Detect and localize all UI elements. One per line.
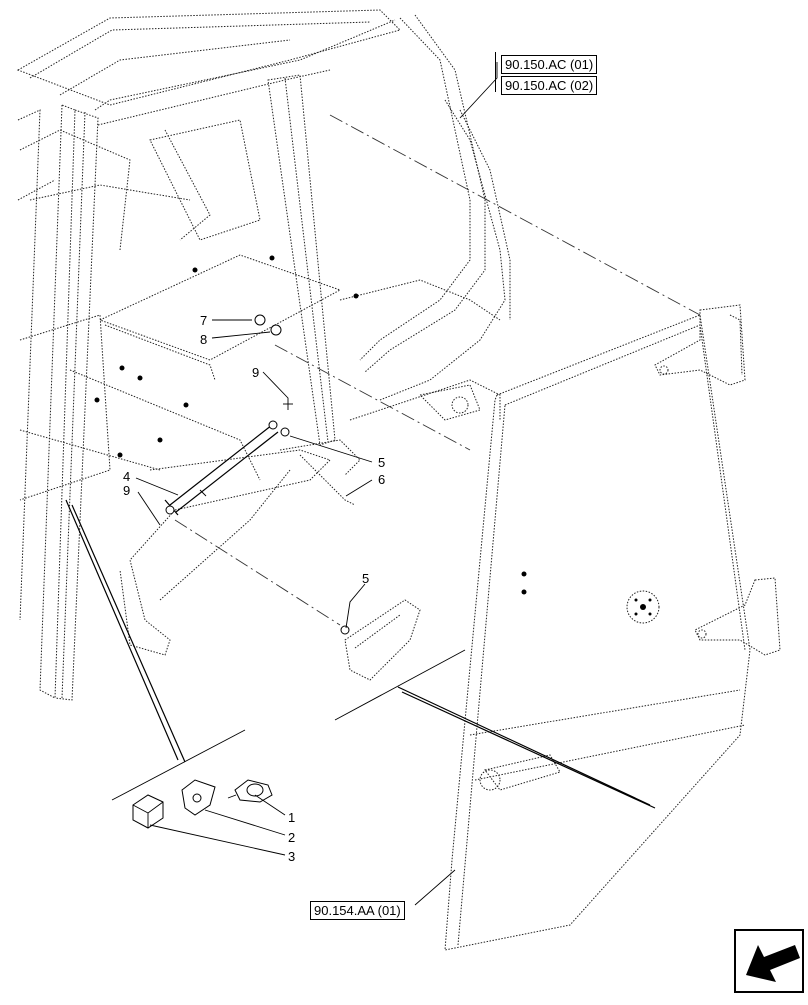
door-hinge-upper [654, 304, 746, 386]
door-hinge-lower [694, 577, 781, 656]
callout-numbers: 7 8 9 5 6 4 9 5 1 2 3 [123, 313, 385, 864]
door-panel [444, 314, 751, 951]
square-nut [132, 794, 164, 829]
callout-8: 8 [200, 332, 207, 347]
cab-roof [16, 9, 401, 126]
arrow-icon[interactable] [734, 929, 804, 993]
ref-link-90-154-aa-01[interactable]: 90.154.AA (01) [310, 901, 405, 920]
pin-bolt [227, 779, 273, 803]
callout-4: 4 [123, 469, 130, 484]
callout-6: 6 [378, 472, 385, 487]
ref-link-90-150-ac-01[interactable]: 90.150.AC (01) [501, 55, 598, 74]
rear-pillar [267, 14, 511, 446]
ref-link-90-150-ac-02[interactable]: 90.150.AC (02) [501, 76, 598, 95]
ref-bracket [495, 52, 499, 92]
callout-5-lower: 5 [362, 571, 369, 586]
callout-2: 2 [288, 830, 295, 845]
center-lines [174, 114, 701, 626]
hardware-detail [132, 314, 282, 829]
detail-leaders [65, 499, 656, 809]
callout-5-upper: 5 [378, 455, 385, 470]
callout-7: 7 [200, 313, 207, 328]
cab-floor [19, 119, 501, 501]
clip-bracket [181, 779, 216, 816]
gas-strut [164, 420, 279, 516]
callout-9-lower: 9 [123, 483, 130, 498]
callout-leaders [135, 62, 498, 906]
callout-1: 1 [288, 810, 295, 825]
callout-9-upper: 9 [252, 365, 259, 380]
strut-arm [119, 439, 361, 656]
latch-bracket [280, 427, 421, 681]
callout-3: 3 [288, 849, 295, 864]
left-front-pillar [17, 104, 99, 701]
